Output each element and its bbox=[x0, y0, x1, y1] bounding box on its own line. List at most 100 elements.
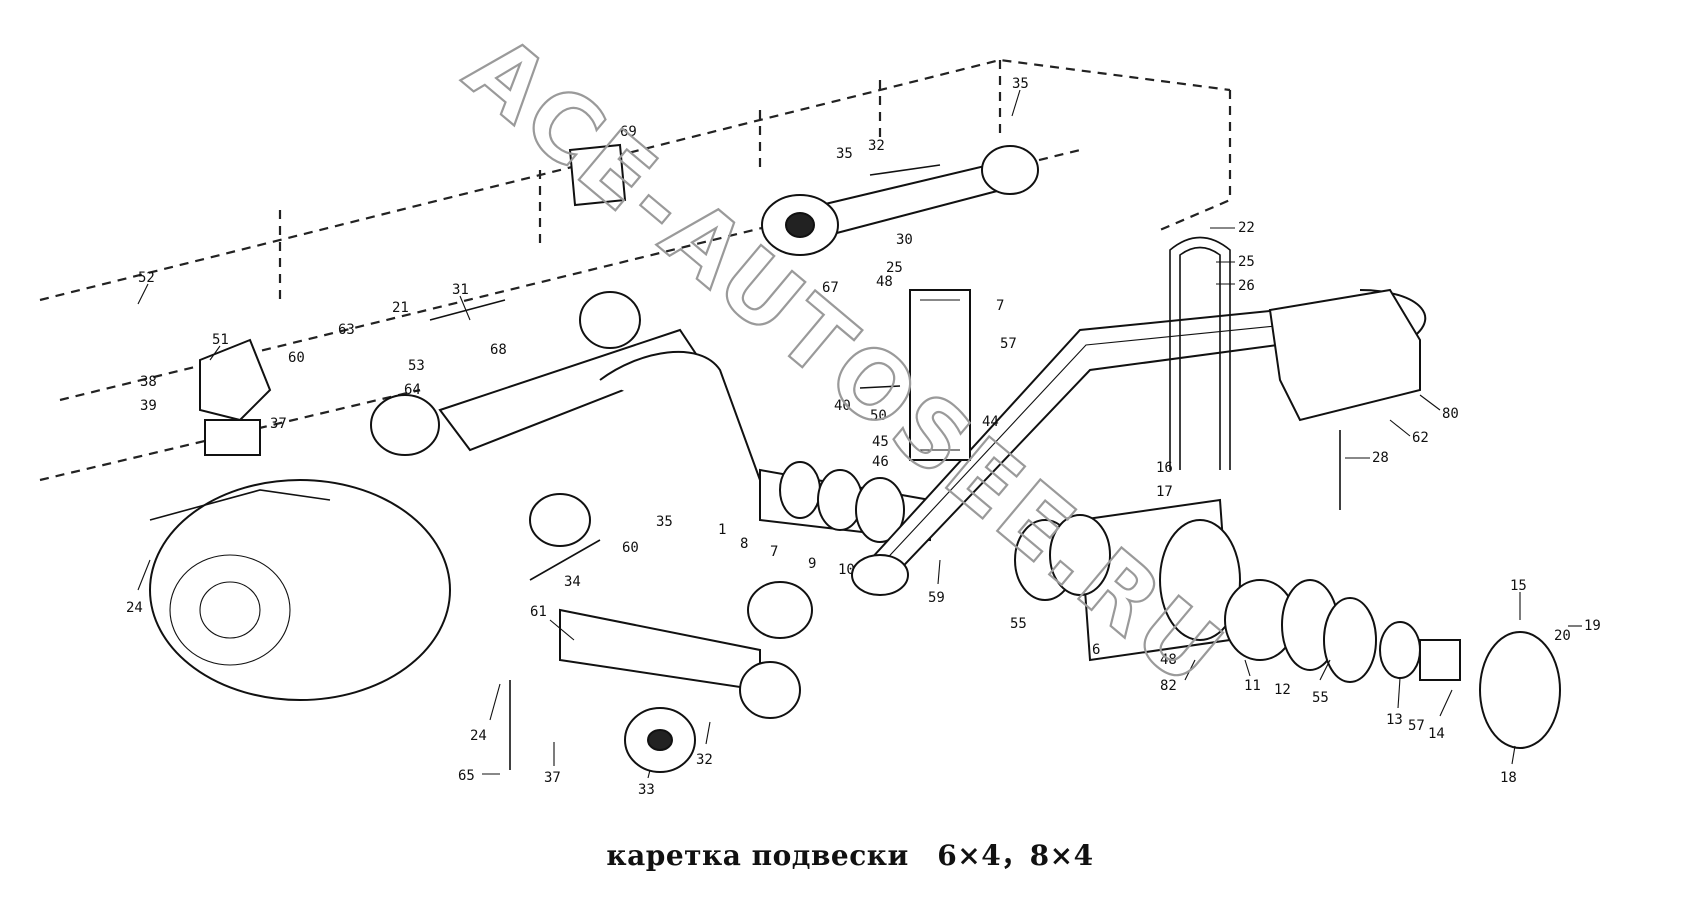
callout-55a: 55 bbox=[1010, 616, 1027, 632]
svg-text:30: 30 bbox=[896, 232, 913, 248]
callout-68: 68 bbox=[490, 342, 507, 358]
callout-35b: 35 bbox=[836, 146, 853, 162]
svg-text:7: 7 bbox=[996, 298, 1004, 314]
callout-22: 22 bbox=[1210, 220, 1255, 236]
svg-text:48: 48 bbox=[876, 274, 893, 290]
hub-assembly bbox=[1014, 498, 1561, 749]
callout-6: 6 bbox=[1092, 642, 1100, 658]
svg-text:22: 22 bbox=[1238, 220, 1255, 236]
svg-text:32: 32 bbox=[696, 752, 713, 768]
chassis-frame-outline bbox=[39, 58, 1232, 482]
callout-60: 60 bbox=[288, 350, 305, 366]
svg-text:13: 13 bbox=[1386, 712, 1403, 728]
svg-text:26: 26 bbox=[1238, 278, 1255, 294]
callout-9: 9 bbox=[808, 556, 816, 572]
svg-text:60: 60 bbox=[622, 540, 639, 556]
callout-23: 48 bbox=[1160, 652, 1177, 668]
callout-33: 33 bbox=[638, 769, 655, 798]
svg-text:82: 82 bbox=[1160, 678, 1177, 694]
svg-text:53: 53 bbox=[408, 358, 425, 374]
svg-text:59: 59 bbox=[928, 590, 945, 606]
svg-text:28: 28 bbox=[1372, 450, 1389, 466]
svg-text:63: 63 bbox=[338, 322, 355, 338]
svg-text:80: 80 bbox=[1442, 406, 1459, 422]
svg-text:17: 17 bbox=[1156, 484, 1173, 500]
svg-text:24: 24 bbox=[470, 728, 487, 744]
callout-16: 16 bbox=[1156, 460, 1173, 476]
callout-17: 17 bbox=[1156, 484, 1173, 500]
callout-31: 31 bbox=[452, 282, 471, 321]
callout-50: 50 bbox=[870, 408, 887, 424]
callout-63: 63 bbox=[338, 322, 355, 338]
callout-20: 20 bbox=[1554, 628, 1571, 644]
front-bracket bbox=[199, 143, 627, 456]
bolts bbox=[429, 164, 1341, 770]
callout-36: 37 bbox=[544, 742, 561, 786]
svg-text:39: 39 bbox=[140, 398, 157, 414]
callout-65: 61 bbox=[530, 604, 575, 641]
callout-34: 34 bbox=[564, 574, 581, 590]
callout-55b: 55 bbox=[1312, 659, 1331, 706]
callout-12: 12 bbox=[1274, 682, 1291, 698]
callout-35a: 35 bbox=[1011, 76, 1029, 117]
svg-text:33: 33 bbox=[638, 782, 655, 798]
svg-text:67: 67 bbox=[822, 280, 839, 296]
callout-82: 65 bbox=[458, 768, 500, 784]
svg-text:10: 10 bbox=[838, 562, 855, 578]
callout-57b: 57 bbox=[1408, 718, 1425, 734]
callout-67: 67 bbox=[822, 280, 839, 296]
svg-text:38: 38 bbox=[140, 374, 157, 390]
callout-57a: 57 bbox=[1000, 336, 1017, 352]
axle-hub-left bbox=[149, 479, 451, 701]
upper-torque-rod bbox=[761, 145, 1039, 256]
svg-text:11: 11 bbox=[1244, 678, 1261, 694]
lower-torque-rod bbox=[559, 581, 813, 773]
callout-80: 80 bbox=[1419, 394, 1459, 422]
callout-48: 48 bbox=[876, 274, 893, 290]
callout-61b: 24 bbox=[470, 683, 501, 744]
svg-text:16: 16 bbox=[1156, 460, 1173, 476]
callout-21: 21 bbox=[392, 300, 409, 316]
svg-text:48: 48 bbox=[1160, 652, 1177, 668]
svg-text:35: 35 bbox=[836, 146, 853, 162]
svg-text:1: 1 bbox=[718, 522, 726, 538]
callout-1: 1 bbox=[718, 522, 726, 538]
callout-38: 38 bbox=[140, 374, 157, 390]
callout-46: 46 bbox=[872, 454, 889, 470]
svg-text:57: 57 bbox=[1408, 718, 1425, 734]
svg-text:45: 45 bbox=[872, 434, 889, 450]
callout-30: 30 bbox=[896, 232, 913, 248]
svg-text:7: 7 bbox=[770, 544, 778, 560]
u-bolt bbox=[1169, 236, 1231, 470]
svg-text:55: 55 bbox=[1312, 690, 1329, 706]
svg-text:6: 6 bbox=[1092, 642, 1100, 658]
callout-62: 62 bbox=[1389, 419, 1429, 446]
svg-text:52: 52 bbox=[138, 270, 155, 286]
callouts: 52 51 38 39 37 60 63 21 53 64 31 68 69 3… bbox=[126, 76, 1601, 798]
diagram-caption: каретка подвески 6×4，8×4 bbox=[606, 839, 1094, 872]
callout-14: 14 bbox=[1428, 689, 1453, 742]
svg-text:57: 57 bbox=[1000, 336, 1017, 352]
svg-text:14: 14 bbox=[1428, 726, 1445, 742]
callout-53: 53 bbox=[408, 358, 425, 374]
svg-text:46: 46 bbox=[872, 454, 889, 470]
svg-text:25: 25 bbox=[1238, 254, 1255, 270]
svg-text:65: 65 bbox=[458, 768, 475, 784]
svg-text:68: 68 bbox=[490, 342, 507, 358]
svg-text:34: 34 bbox=[564, 574, 581, 590]
svg-text:35: 35 bbox=[1012, 76, 1029, 92]
svg-text:61: 61 bbox=[530, 604, 547, 620]
svg-text:32: 32 bbox=[868, 138, 885, 154]
svg-text:60: 60 bbox=[288, 350, 305, 366]
callout-39: 39 bbox=[140, 398, 157, 414]
callout-45: 45 bbox=[872, 434, 889, 450]
svg-text:40: 40 bbox=[834, 398, 851, 414]
svg-text:15: 15 bbox=[1510, 578, 1527, 594]
callout-51: 51 bbox=[209, 332, 229, 361]
callout-10: 10 bbox=[838, 562, 855, 578]
callout-26: 26 bbox=[1216, 278, 1255, 294]
callout-15: 15 bbox=[1510, 578, 1527, 620]
svg-text:51: 51 bbox=[212, 332, 229, 348]
svg-text:44: 44 bbox=[982, 414, 999, 430]
